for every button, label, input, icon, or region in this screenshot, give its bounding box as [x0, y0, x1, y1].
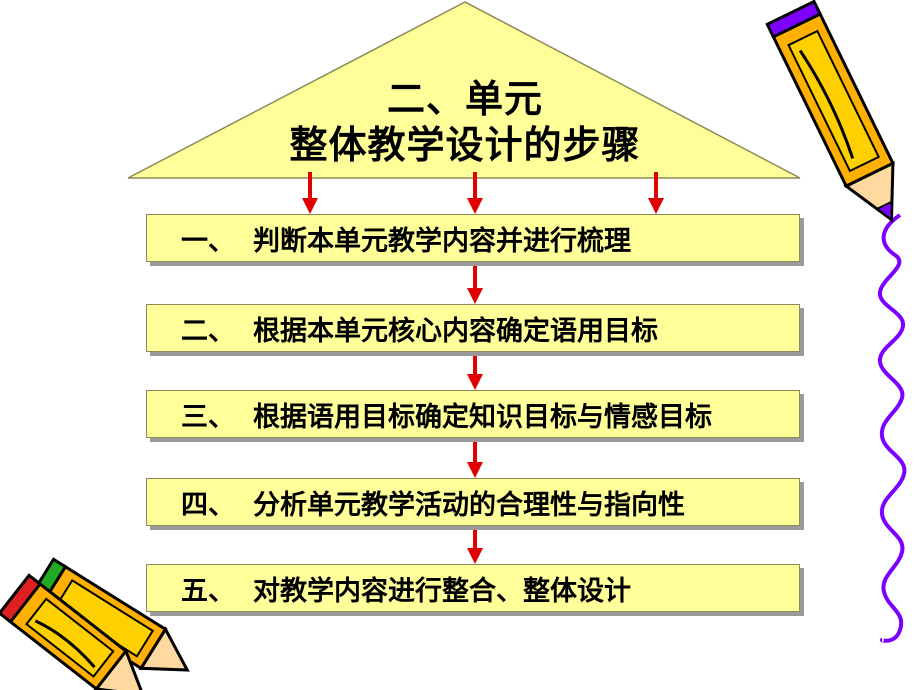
step-box-1: 一、 判断本单元教学内容并进行梳理 [146, 214, 800, 262]
step-number: 三、 [181, 401, 235, 433]
step-box-4: 四、 分析单元教学活动的合理性与指向性 [146, 478, 800, 526]
arrow-left-head [302, 198, 318, 214]
step-text: 分析单元教学活动的合理性与指向性 [253, 489, 685, 521]
roof-arrows [302, 172, 664, 214]
step-text: 判断本单元教学内容并进行梳理 [253, 225, 631, 257]
arrow-right-head [648, 198, 664, 214]
page-title-line2: 整体教学设计的步骤 [289, 123, 641, 167]
step-box-3: 三、 根据语用目标确定知识目标与情感目标 [146, 390, 800, 438]
squiggle-decoration [877, 213, 907, 643]
step-number: 四、 [181, 489, 235, 521]
page-title-line1: 二、单元 [386, 77, 543, 121]
step-box-5: 五、 对教学内容进行整合、整体设计 [146, 564, 800, 612]
step-text: 根据语用目标确定知识目标与情感目标 [253, 401, 712, 433]
step-number: 二、 [181, 315, 235, 347]
step-number: 一、 [181, 225, 235, 257]
step-text: 对教学内容进行整合、整体设计 [253, 575, 631, 607]
step-arrows [467, 262, 483, 564]
pencil-icon-top-right [765, 0, 895, 223]
step-box-2: 二、 根据本单元核心内容确定语用目标 [146, 304, 800, 352]
step-text: 根据本单元核心内容确定语用目标 [253, 315, 658, 347]
pencil-icon-bottom-red [0, 573, 146, 690]
step-number: 五、 [181, 575, 235, 607]
roof-triangle [127, 1, 801, 179]
arrow-center-head [467, 198, 483, 214]
